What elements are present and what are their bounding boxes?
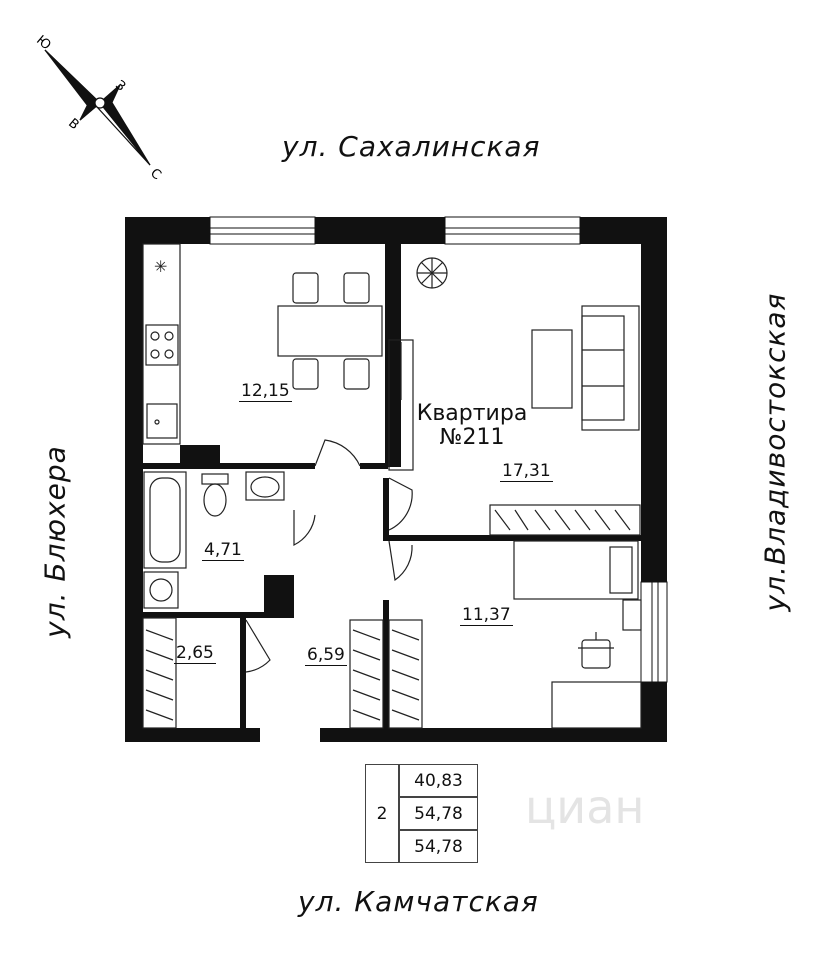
plant-icon [416, 257, 448, 289]
compass-east-label: В [65, 116, 81, 133]
street-bottom-label: ул. Камчатская [298, 885, 539, 918]
desk [551, 681, 642, 729]
outer-walls [125, 217, 667, 742]
toilet-icon [201, 473, 229, 517]
total-area-balcony: 54,78 [399, 830, 478, 863]
dining-table [277, 305, 383, 357]
living-area: 17,31 [500, 461, 553, 482]
hall-wardrobe-left [349, 619, 384, 729]
hall-area: 6,59 [305, 645, 347, 666]
sofa [581, 305, 640, 431]
storage-area: 2,65 [174, 643, 216, 664]
compass-north-label: С [147, 166, 164, 183]
interior-walls [143, 217, 641, 728]
wardrobe [388, 339, 414, 471]
stove-icon [145, 324, 179, 366]
bath-sink-icon [245, 471, 285, 501]
snowflake-icon: ✳ [154, 257, 167, 276]
bathtub [143, 471, 187, 569]
compass-south-label: Ю [33, 33, 53, 54]
chair-icons [292, 272, 370, 390]
rooms-count: 2 [365, 764, 399, 863]
hall-wardrobe-right [388, 619, 423, 729]
apartment-title: Квартира [416, 401, 528, 426]
apartment-label: Квартира №211 [412, 402, 532, 450]
total-area: 54,78 [399, 797, 478, 830]
sink-icon [146, 403, 178, 439]
bedroom-area: 11,37 [460, 605, 513, 626]
coffee-table [531, 329, 573, 409]
street-top-label: ул. Сахалинская [282, 130, 541, 163]
living-area-total: 40,83 [399, 764, 478, 797]
bed [513, 540, 639, 600]
compass-rose-icon [44, 49, 151, 166]
pot-icon [578, 632, 614, 669]
doors [245, 439, 413, 673]
apartment-number: №211 [439, 425, 505, 450]
kitchen-area: 12,15 [239, 381, 292, 402]
watermark-logo: циан [525, 780, 645, 834]
kitchen-counter [142, 243, 181, 445]
shelf [622, 599, 642, 631]
living-closet [489, 504, 641, 536]
area-summary-table: 2 40,83 54,78 54,78 [365, 764, 478, 863]
washing-machine-icon [143, 571, 179, 609]
storage-shelf [142, 617, 177, 729]
bath-area: 4,71 [202, 540, 244, 561]
windows [209, 216, 668, 683]
